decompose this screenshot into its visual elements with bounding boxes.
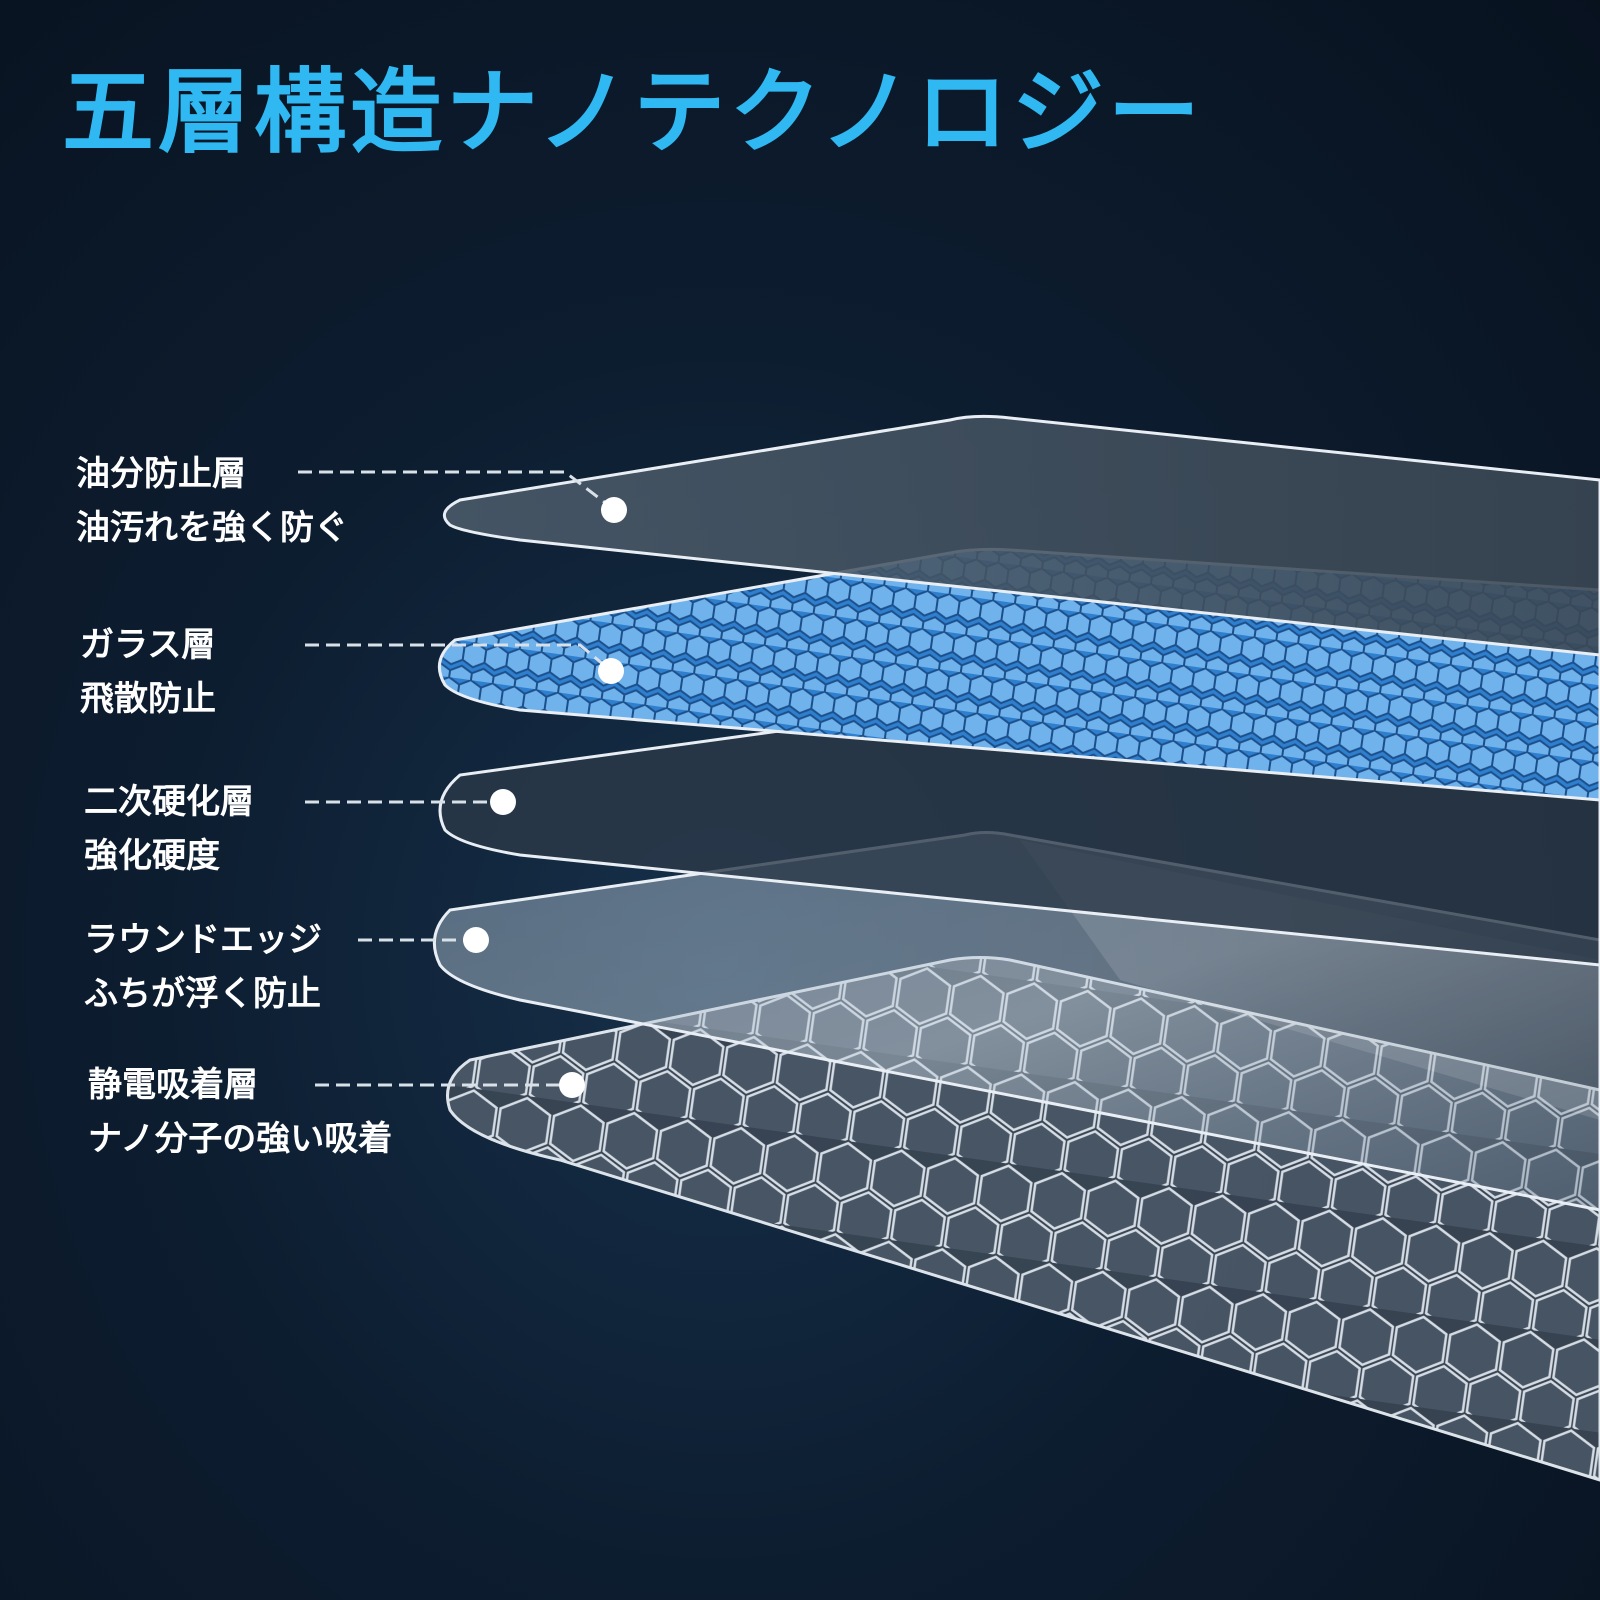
layer-label-static-adsorption: 静電吸着層 ナノ分子の強い吸着 [88,1058,392,1166]
marker-dot-1 [601,497,627,523]
layer-name: ガラス層 [80,625,216,665]
layer-name: 静電吸着層 [88,1065,258,1105]
layer-label-secondary-hardening: 二次硬化層 強化硬度 [84,775,254,883]
layer-description: 飛散防止 [80,679,216,719]
layer-description: ふちが浮く防止 [84,974,321,1014]
layer-label-round-edge: ラウンドエッジ ふちが浮く防止 [84,913,322,1021]
marker-dot-4 [463,927,489,953]
marker-dot-5 [559,1072,585,1098]
layer-description: 油汚れを強く防ぐ [76,508,348,548]
layer-description: 強化硬度 [84,836,220,876]
layer-label-glass: ガラス層 飛散防止 [80,618,216,726]
page-title: 五層構造ナノテクノロジー [62,59,1204,166]
layer-name: 二次硬化層 [84,782,254,822]
leader-line-2 [305,643,611,672]
leader-lines [298,470,613,1087]
leader-line-1 [298,470,613,510]
layer-description: ナノ分子の強い吸着 [88,1119,393,1159]
layer-name: 油分防止層 [76,454,246,494]
layer-name: ラウンドエッジ [84,920,322,960]
marker-dot-3 [490,789,516,815]
layer-label-oil-resistance: 油分防止層 油汚れを強く防ぐ [76,447,348,555]
layer-oil-resistance [442,414,1600,657]
marker-dot-2 [598,658,624,684]
